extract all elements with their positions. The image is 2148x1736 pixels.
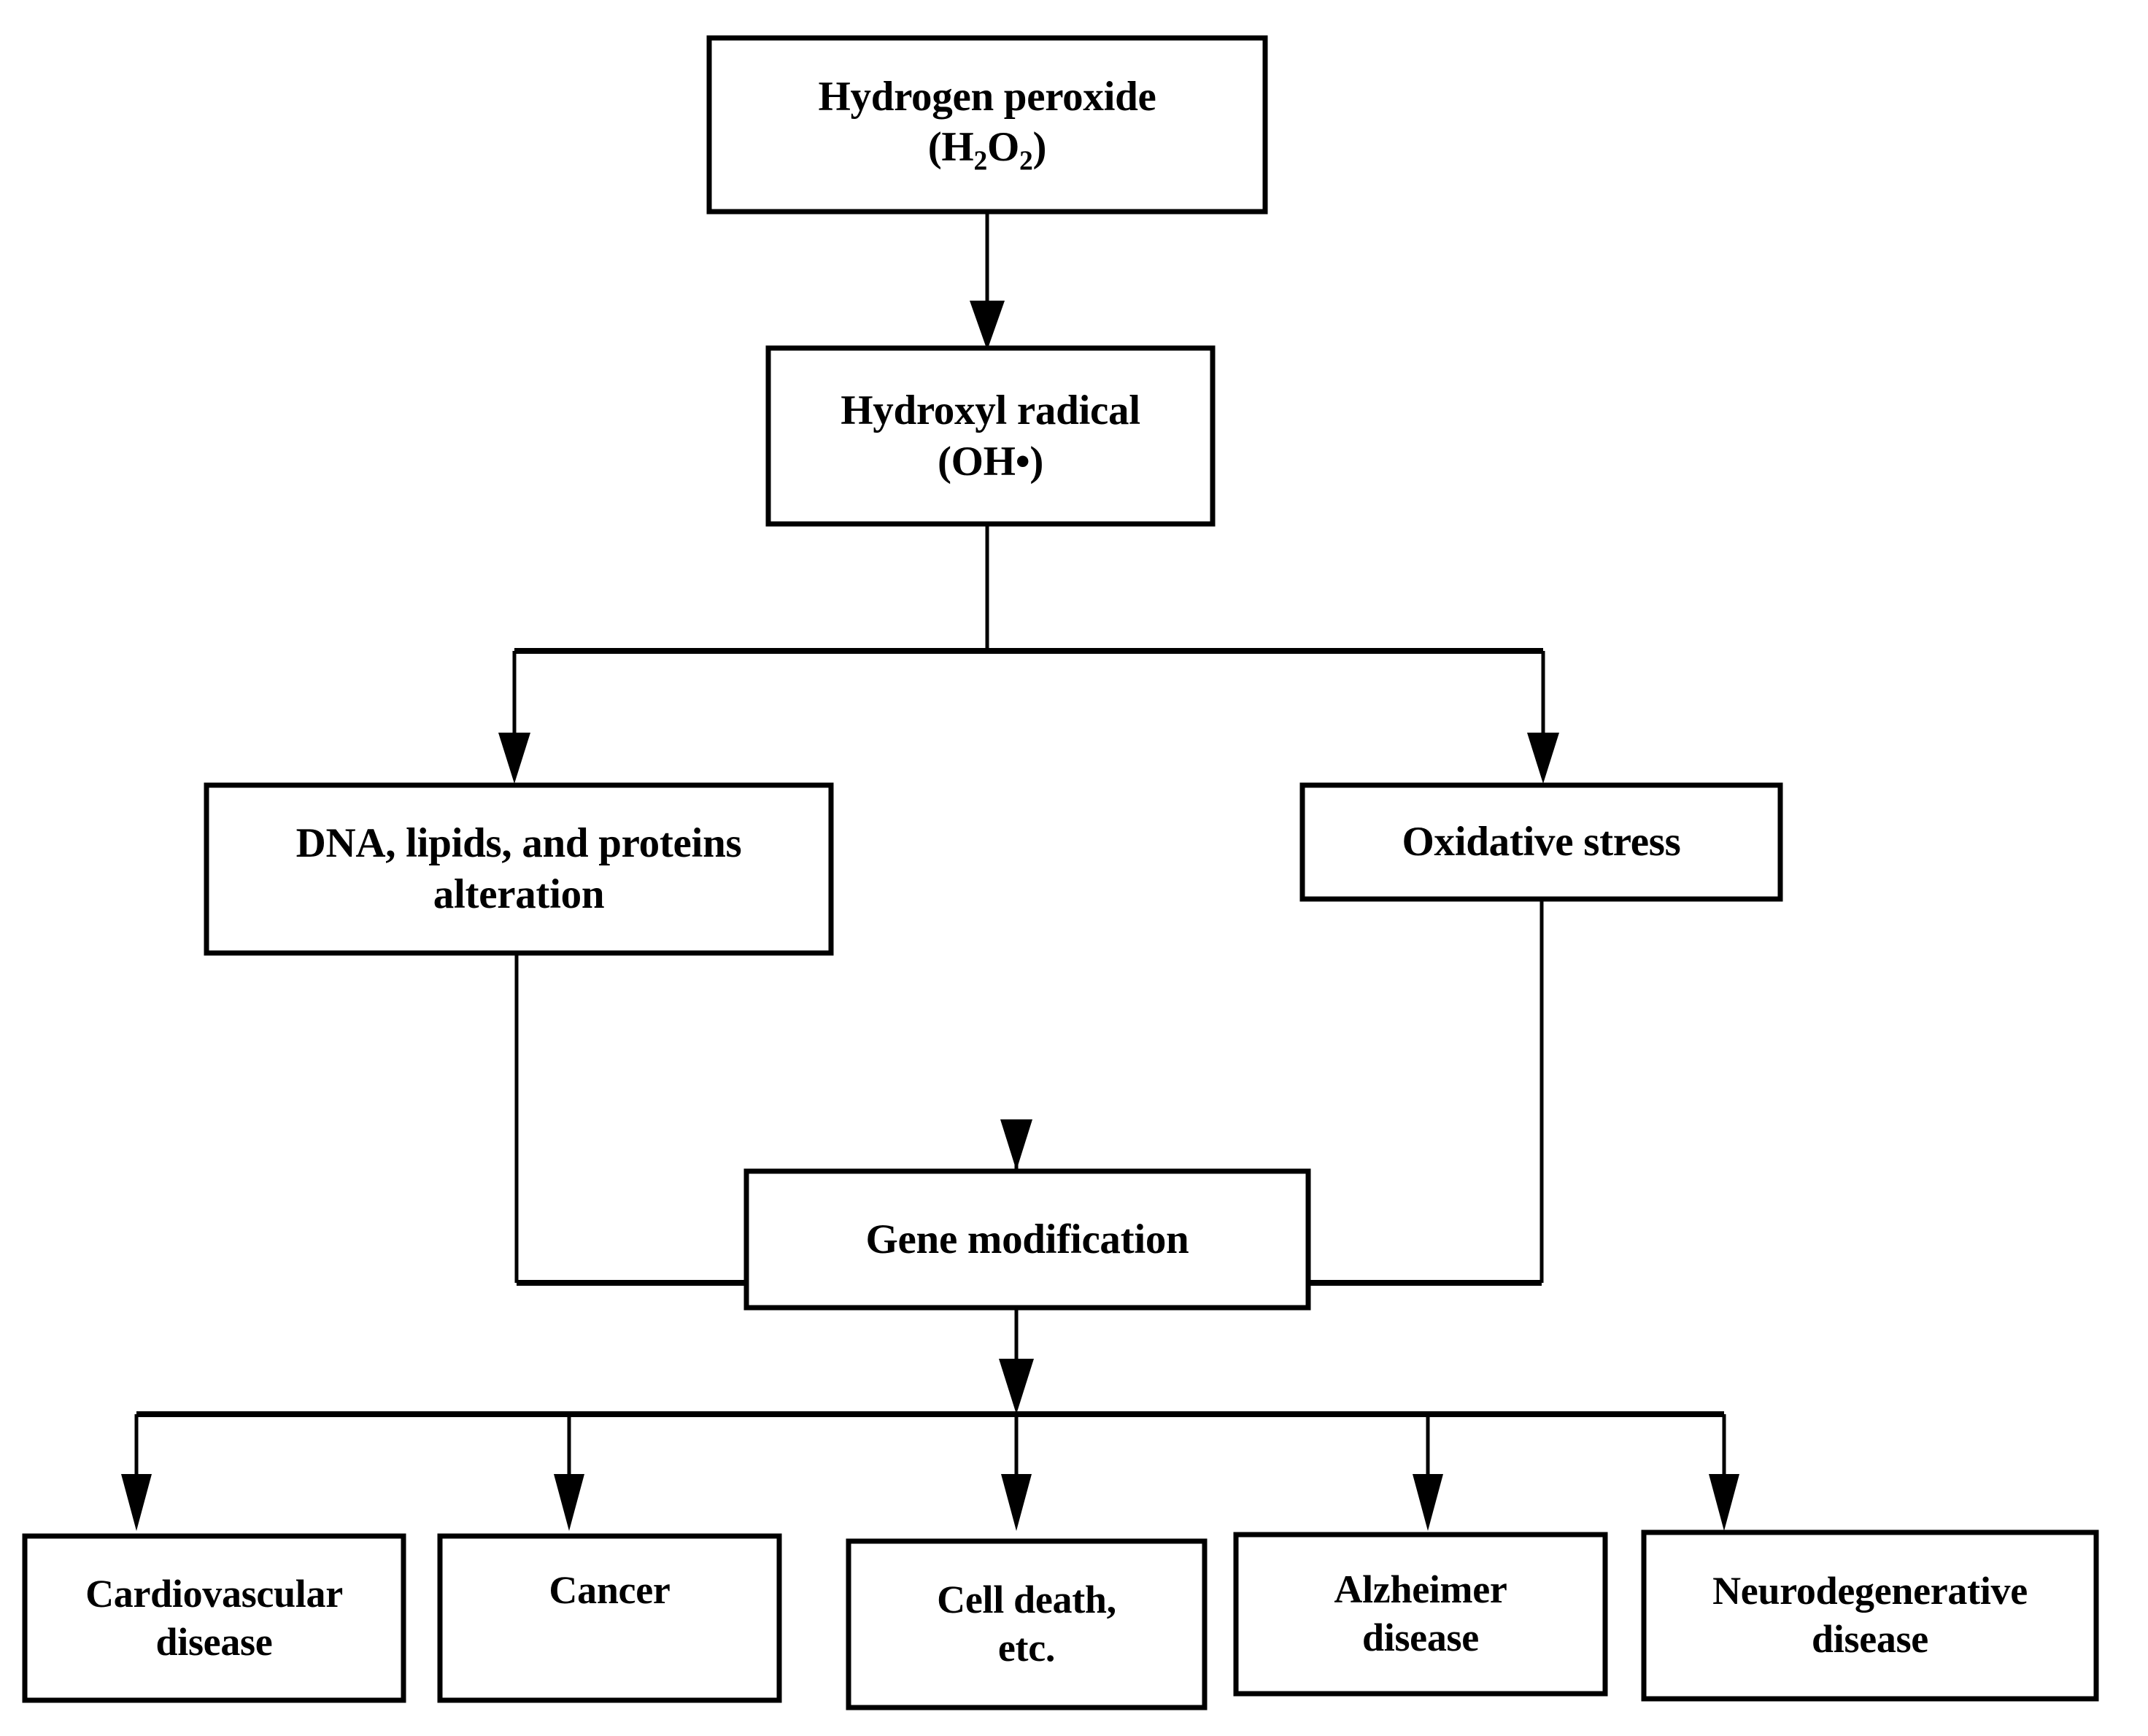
label-hydrogen-peroxide: Hydrogen peroxide (H2O2): [709, 38, 1265, 212]
box-hydroxyl-radical: [765, 345, 1216, 527]
cardiovascular-disease-line2: disease: [155, 1619, 273, 1664]
edge-gene-modification-fanout: [121, 1308, 1739, 1531]
box-dna-alteration: [204, 782, 834, 956]
alzheimer-disease-line1: Alzheimer: [1334, 1567, 1507, 1612]
neurodegenerative-disease-line2: disease: [1812, 1617, 1928, 1661]
edge-hydroxyl-branch: [498, 524, 1559, 784]
box-hydrogen-peroxide: [706, 35, 1268, 215]
box-cancer: [437, 1533, 782, 1703]
hydroxyl-radical-line1: Hydroxyl radical: [841, 387, 1140, 433]
neurodegenerative-disease-line1: Neurodegenerative: [1712, 1569, 2028, 1613]
hydrogen-peroxide-line2: (H2O2): [927, 124, 1047, 177]
box-cell-death: [846, 1538, 1208, 1710]
box-neurodegenerative-disease: [1641, 1529, 2099, 1702]
label-cardiovascular-disease: Cardiovascular disease: [25, 1536, 403, 1700]
alzheimer-disease-line2: disease: [1362, 1616, 1479, 1659]
edge-h2o2-to-hydroxyl: [970, 212, 1005, 350]
cancer-line1: Cancer: [549, 1568, 671, 1612]
oxidative-stress-line1: Oxidative stress: [1402, 819, 1681, 865]
label-cell-death: Cell death, etc.: [849, 1541, 1205, 1708]
box-oxidative-stress: [1299, 782, 1783, 902]
hydroxyl-radical-line2: (OH•): [937, 438, 1044, 485]
label-cancer: Cancer: [440, 1536, 779, 1700]
label-alzheimer-disease: Alzheimer disease: [1236, 1535, 1605, 1694]
cell-death-line2: etc.: [997, 1626, 1056, 1670]
dna-alteration-line1: DNA, lipids, and proteins: [295, 820, 742, 867]
label-neurodegenerative-disease: Neurodegenerative disease: [1644, 1532, 2096, 1699]
gene-modification-line1: Gene modification: [865, 1216, 1189, 1262]
cell-death-line1: Cell death,: [937, 1578, 1116, 1622]
label-oxidative-stress: Oxidative stress: [1302, 785, 1780, 899]
hydrogen-peroxide-line1: Hydrogen peroxide: [818, 73, 1156, 120]
box-cardiovascular-disease: [22, 1533, 406, 1703]
label-gene-modification: Gene modification: [746, 1171, 1308, 1308]
label-hydroxyl-radical: Hydroxyl radical (OH•): [768, 348, 1213, 524]
dna-alteration-line2: alteration: [433, 871, 605, 917]
cardiovascular-disease-line1: Cardiovascular: [85, 1571, 343, 1616]
box-alzheimer-disease: [1233, 1532, 1608, 1697]
label-dna-alteration: DNA, lipids, and proteins alteration: [206, 785, 831, 953]
box-gene-modification: [743, 1168, 1311, 1311]
